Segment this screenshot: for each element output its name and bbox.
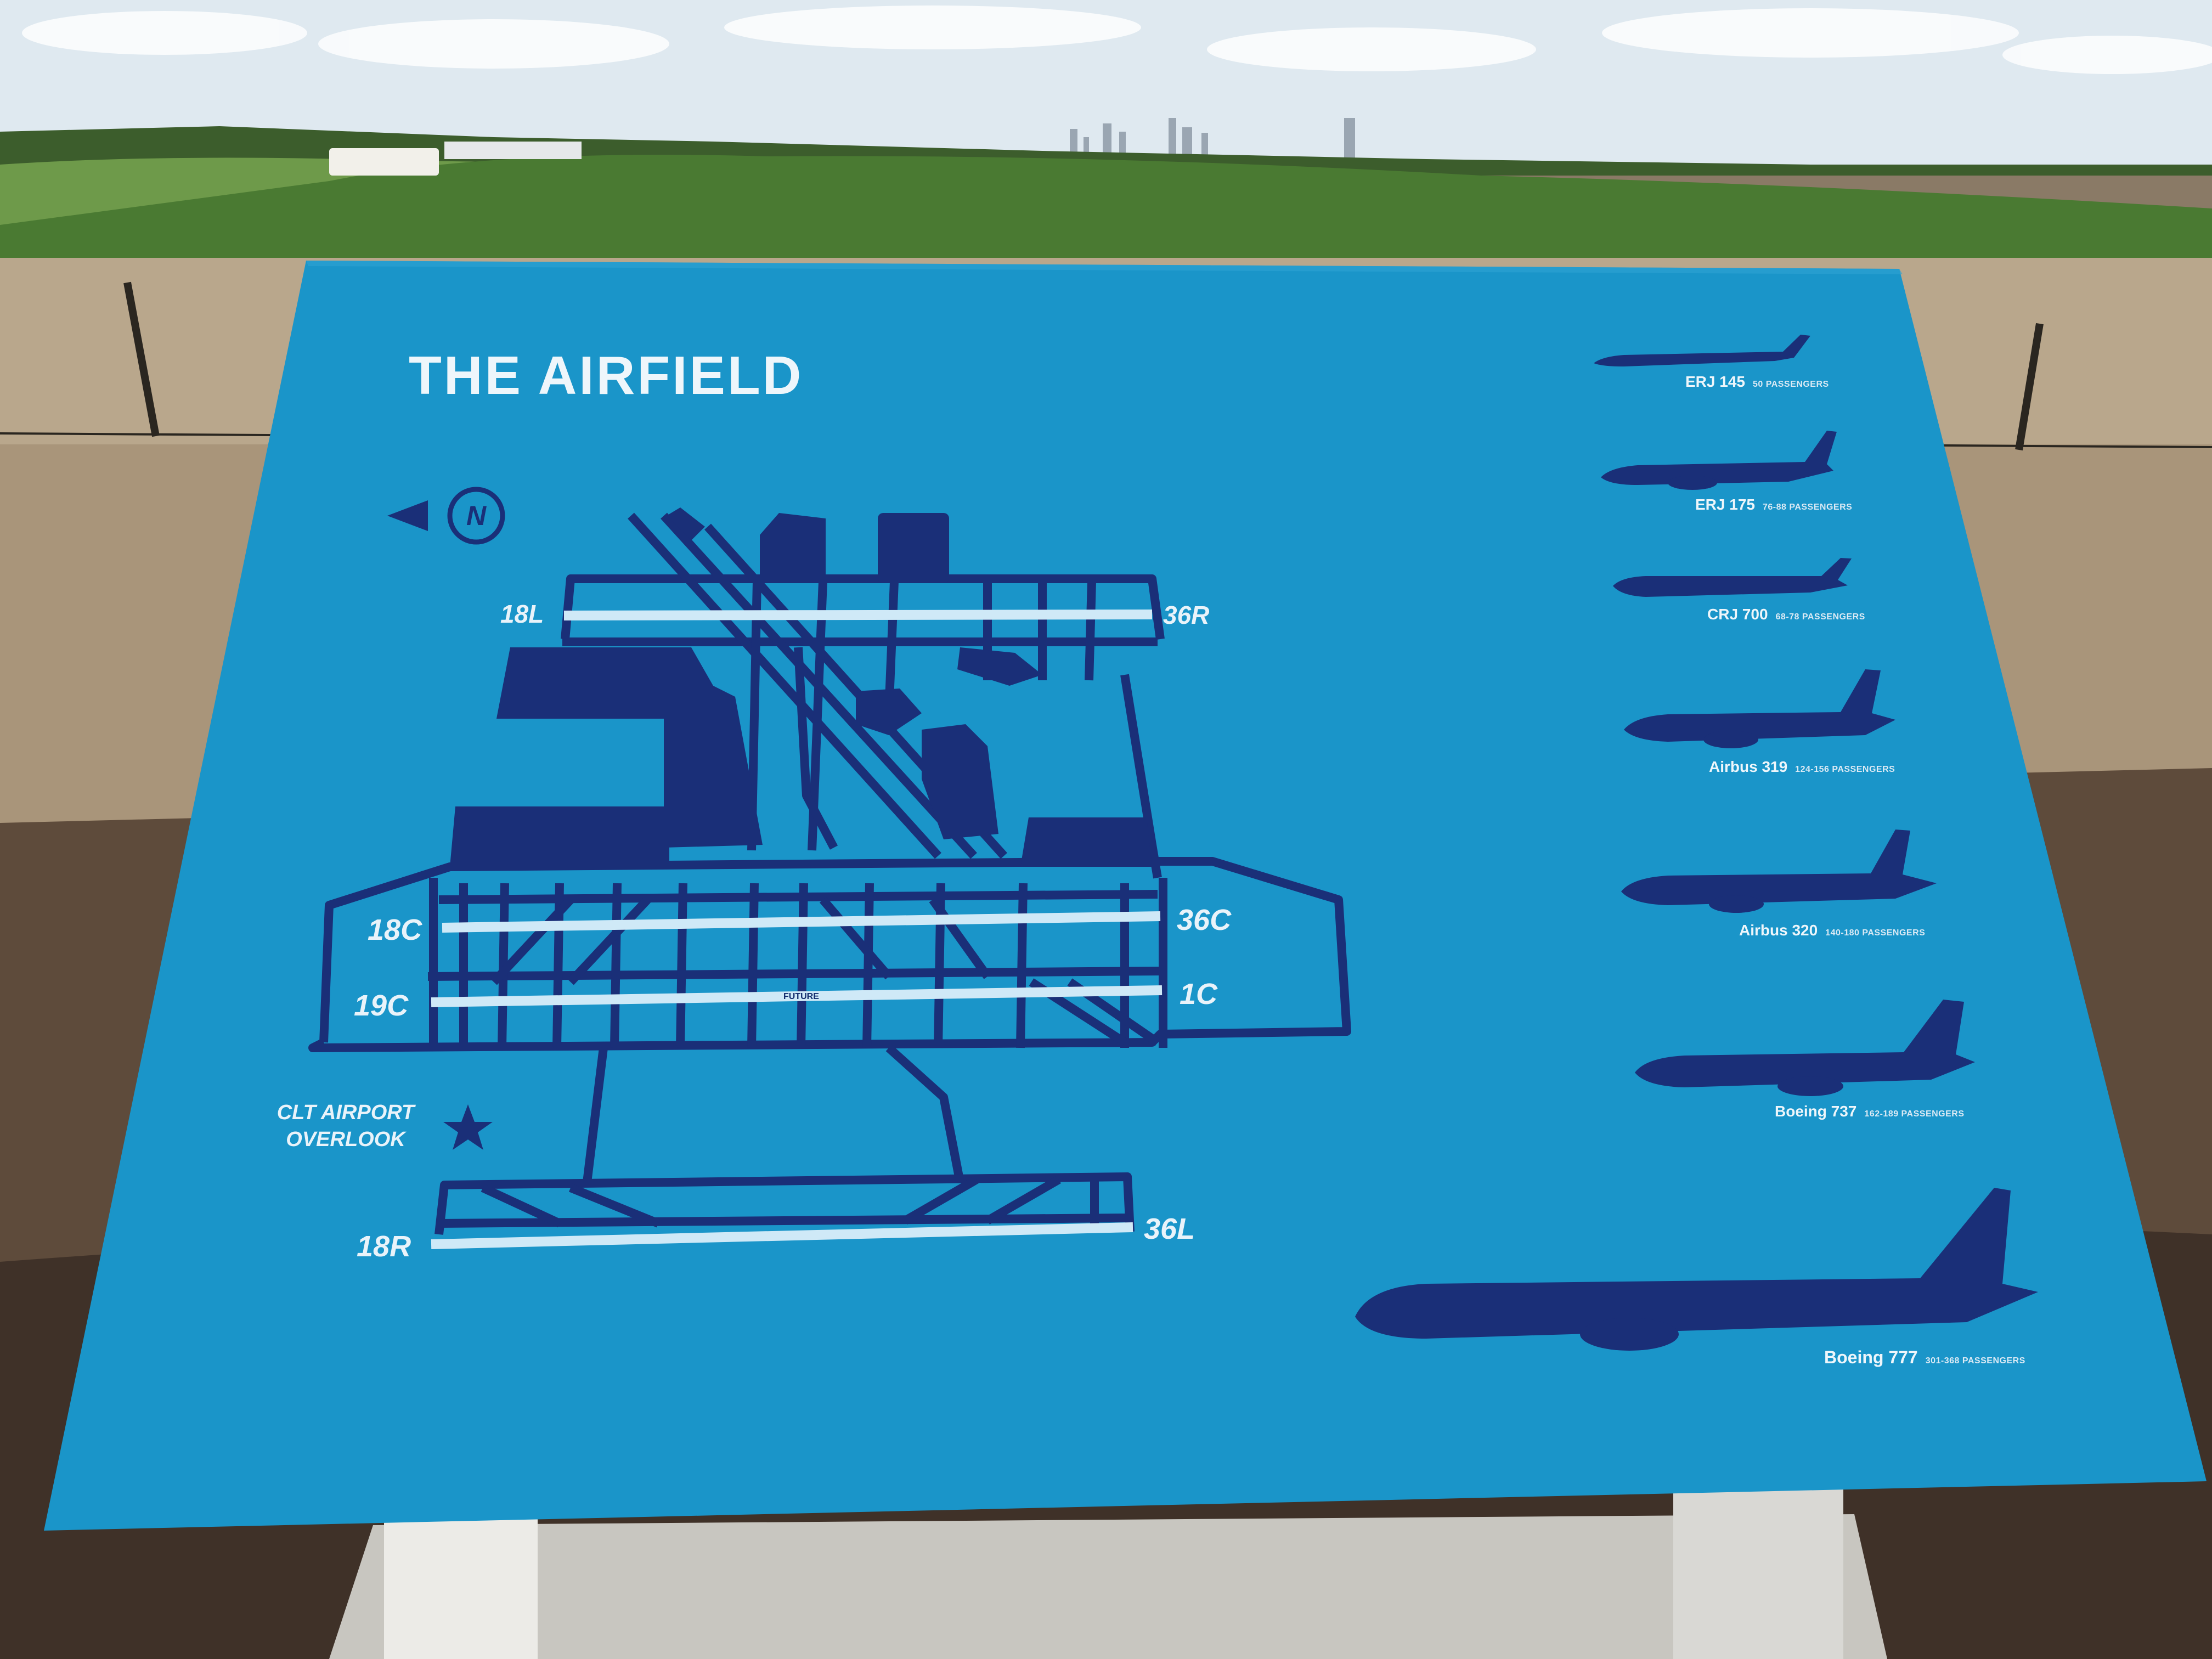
boeing-777-icon	[1355, 1188, 2038, 1351]
warehouse	[444, 142, 582, 159]
taxiways	[308, 512, 1351, 1235]
runway-19c-1c	[431, 985, 1163, 1007]
aircraft-silhouettes	[1355, 335, 2038, 1351]
erj-145-icon	[1594, 335, 1810, 366]
erj-175-icon	[1601, 431, 1837, 490]
airbus-319-icon	[1624, 669, 1895, 748]
sign-stand	[329, 1481, 1887, 1659]
north-arrow	[387, 487, 505, 545]
runway-18r-36l	[431, 1222, 1133, 1249]
vegetation	[0, 155, 2212, 258]
airfield-map	[308, 507, 1351, 1249]
north-circle	[447, 487, 505, 545]
city-skyline	[1070, 118, 1355, 167]
clouds	[22, 5, 2212, 74]
overlook-star-icon	[443, 1104, 493, 1150]
tanker-truck	[329, 148, 439, 176]
crj-700-icon	[1613, 558, 1852, 597]
airbus-320-icon	[1621, 830, 1937, 913]
runway-18l-36r	[563, 610, 1153, 620]
runway-18c-36c	[442, 911, 1161, 933]
terminal-areas	[450, 507, 1152, 867]
runways	[431, 610, 1163, 1249]
boeing-737-icon	[1635, 1000, 1975, 1096]
